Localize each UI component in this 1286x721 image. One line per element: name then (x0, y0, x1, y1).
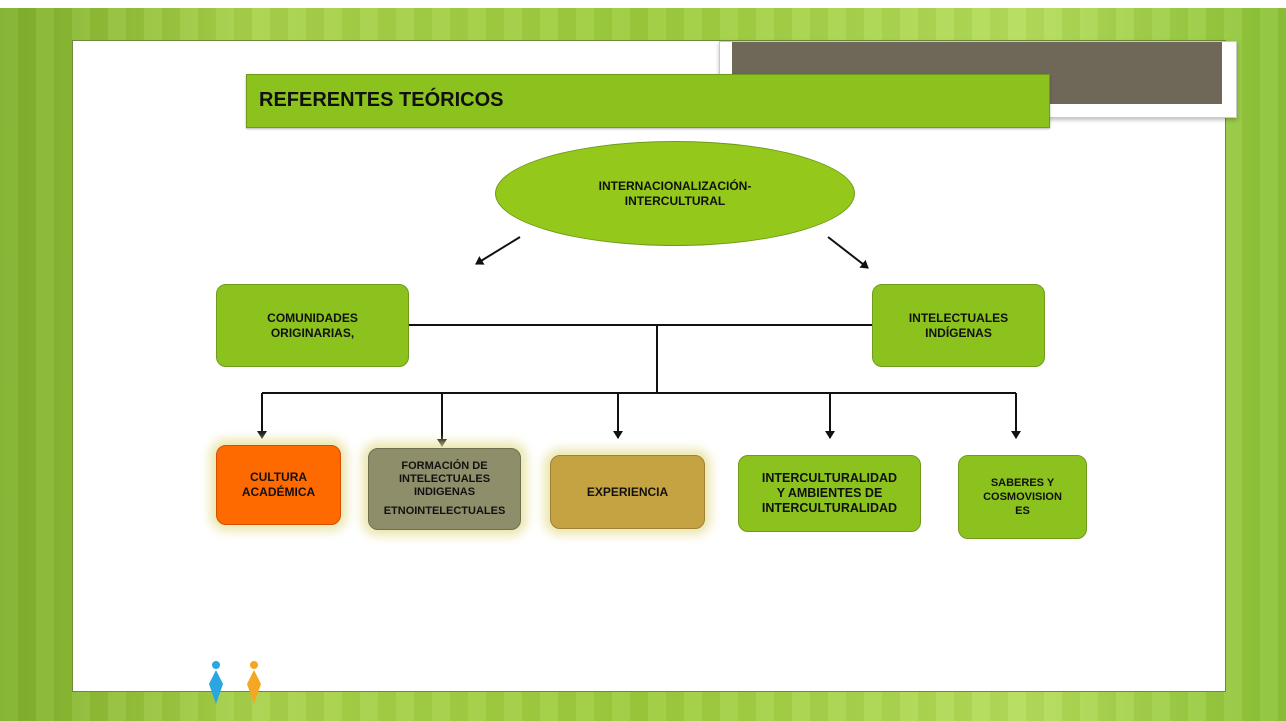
arrow-root-left (475, 236, 521, 265)
arrow-root-right (827, 236, 869, 269)
node-cultura-label: CULTURA ACADÉMICA (241, 470, 316, 499)
node-interculturalidad-label: INTERCULTURALIDAD Y AMBIENTES DE INTERCU… (761, 471, 898, 515)
node-formacion-sublabel: ETNOINTELECTUALES (383, 505, 506, 517)
node-cultura-academica: CULTURA ACADÉMICA (216, 445, 341, 525)
node-formacion: FORMACIÓN DE INTELECTUALES INDIGENAS ETN… (368, 448, 521, 530)
title-banner: REFERENTES TEÓRICOS (246, 74, 1050, 128)
blue-figure-icon (209, 661, 223, 704)
node-root: INTERNACIONALIZACIÓN- INTERCULTURAL (495, 141, 855, 246)
node-experiencia: EXPERIENCIA (550, 455, 705, 529)
node-comunidades-label: COMUNIDADES ORIGINARIAS, (267, 310, 358, 340)
slide-title: REFERENTES TEÓRICOS (259, 89, 504, 111)
node-formacion-label: FORMACIÓN DE INTELECTUALES INDIGENAS (398, 460, 491, 498)
node-root-label: INTERNACIONALIZACIÓN- INTERCULTURAL (598, 178, 752, 208)
node-intelectuales: INTELECTUALES INDÍGENAS (872, 284, 1045, 367)
node-experiencia-label: EXPERIENCIA (586, 484, 669, 499)
node-comunidades: COMUNIDADES ORIGINARIAS, (216, 284, 409, 367)
orange-figure-icon (247, 661, 261, 704)
node-saberes-label: SABERES Y COSMOVISION ES (983, 477, 1062, 517)
node-interculturalidad: INTERCULTURALIDAD Y AMBIENTES DE INTERCU… (738, 455, 921, 532)
node-saberes: SABERES Y COSMOVISION ES (958, 455, 1087, 539)
node-intelectuales-label: INTELECTUALES INDÍGENAS (908, 310, 1009, 340)
top-border (0, 0, 1286, 8)
